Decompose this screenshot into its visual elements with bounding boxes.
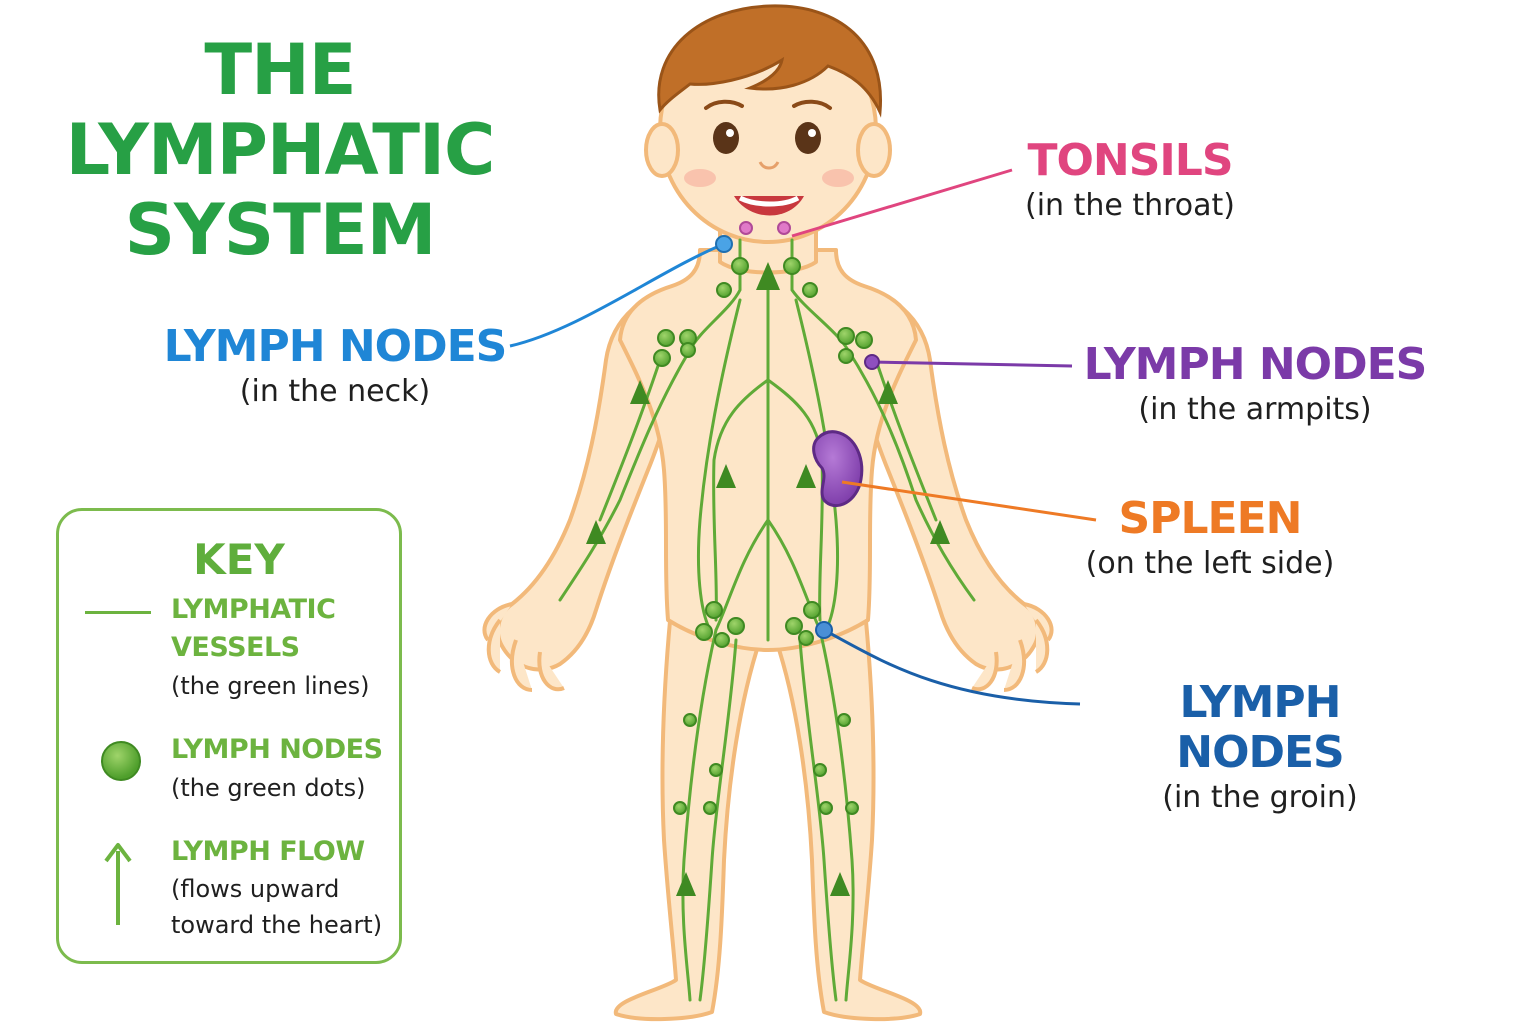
label-tonsils-sub: (in the throat) (1024, 188, 1235, 223)
lymph-nodes (653, 257, 873, 815)
tonsil-dots (739, 221, 791, 235)
leader-tonsils (791, 168, 1013, 238)
label-tonsils: TONSILS (in the throat) (980, 136, 1280, 226)
key-nodes-head: LYMPH NODES (171, 734, 383, 765)
key-item-flow: LYMPH FLOW (flows upward toward the hear… (171, 833, 401, 943)
right-ear (644, 122, 680, 178)
label-neck-sub: (in the neck) (239, 374, 431, 409)
left-ear (856, 122, 892, 178)
label-spleen-sub: (on the left side) (1085, 546, 1335, 581)
key-flow-sub2: toward the heart) (171, 911, 383, 939)
label-groin-head: LYMPH NODES (1176, 677, 1345, 778)
title-line-1: THE (204, 29, 356, 111)
leader-neck (509, 242, 725, 348)
key-vessels-line2: VESSELS (171, 632, 300, 663)
armpit-node-marker (864, 354, 880, 370)
title-line-2: LYMPHATIC (65, 109, 496, 191)
leader-groin (823, 628, 1081, 706)
flow-arrows (586, 262, 950, 896)
key-title: KEY (193, 535, 285, 584)
hair (657, 4, 883, 118)
title-line-3: SYSTEM (124, 189, 437, 271)
label-groin-sub: (in the groin) (1162, 780, 1358, 815)
lymph-node-dot-icon (101, 741, 141, 781)
neck-node-marker (715, 235, 733, 253)
groin-node-marker (815, 621, 833, 639)
label-tonsils-head: TONSILS (1027, 135, 1233, 186)
key-vessels-sub: (the green lines) (171, 672, 370, 700)
legend-key: KEY LYMPHATIC VESSELS (the green lines) … (56, 508, 402, 964)
label-neck-head: LYMPH NODES (163, 321, 508, 372)
label-spleen-head: SPLEEN (1118, 493, 1303, 544)
vessel-line-icon (85, 611, 151, 614)
page-title: THE LYMPHATIC SYSTEM (40, 30, 520, 270)
key-flow-sub1: (flows upward (171, 875, 340, 903)
lymphatic-vessels (558, 238, 976, 1002)
key-item-vessels: LYMPHATIC VESSELS (the green lines) (171, 591, 401, 705)
key-vessels-line1: LYMPHATIC (171, 594, 336, 625)
label-spleen: SPLEEN (on the left side) (1060, 494, 1360, 584)
flow-arrow-icon (104, 843, 132, 925)
leader-armpits (871, 360, 1073, 368)
right-hand (482, 602, 565, 692)
key-nodes-sub: (the green dots) (171, 774, 366, 802)
label-neck-nodes: LYMPH NODES (in the neck) (160, 322, 510, 412)
label-armpits-head: LYMPH NODES (1083, 339, 1428, 390)
key-flow-head: LYMPH FLOW (171, 836, 365, 867)
leader-spleen (841, 480, 1097, 522)
leader-lines (509, 168, 1097, 706)
label-armpits-sub: (in the armpits) (1138, 392, 1372, 427)
label-armpit-nodes: LYMPH NODES (in the armpits) (1080, 340, 1430, 430)
left-hand (971, 602, 1054, 692)
spleen-organ-icon (812, 430, 864, 507)
key-item-nodes: LYMPH NODES (the green dots) (171, 731, 401, 807)
face (684, 99, 854, 216)
label-groin-nodes: LYMPH NODES (in the groin) (1090, 678, 1430, 818)
